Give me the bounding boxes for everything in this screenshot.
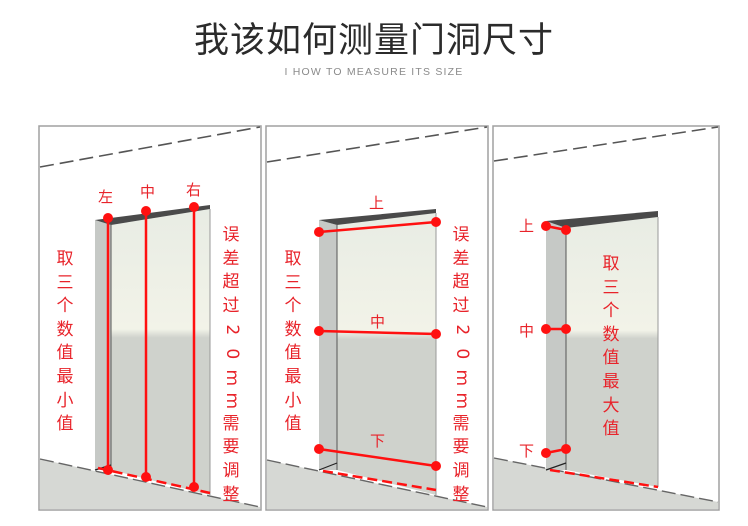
page-subtitle: I HOW TO MEASURE ITS SIZE — [284, 66, 464, 78]
point-label-right: 右 — [186, 181, 202, 199]
door-diagram-top-middle-bottom — [265, 125, 489, 511]
note-min-value: 取 三 个 数 值 最 小 值 — [56, 249, 74, 435]
point-label-center: 中 — [140, 183, 156, 201]
note-tolerance-20mm: 误 差 超 过 2 0 m m 需 要 调 整 — [221, 225, 242, 505]
point-label-top: 上 — [519, 217, 535, 235]
page-title: 我该如何测量门洞尺寸 — [193, 21, 554, 61]
point-label-middle: 中 — [519, 322, 535, 340]
point-label-top: 上 — [369, 194, 385, 212]
panel-height-measure: 上 中 下 取 三 个 数 值 最 小 值 误 差 超 过 2 0 m m 需 … — [265, 125, 489, 511]
note-tolerance-20mm: 误 差 超 过 2 0 m m 需 要 调 整 — [451, 225, 472, 505]
door-diagram-left-center-right — [38, 125, 262, 511]
panel-thickness-measure: 上 中 下 取 三 个 数 值 最 大 值 — [492, 125, 720, 511]
note-max-value: 取 三 个 数 值 最 大 值 — [602, 254, 620, 440]
point-label-middle: 中 — [370, 313, 386, 331]
door-diagram-wall-thickness — [492, 125, 720, 511]
note-min-value: 取 三 个 数 值 最 小 值 — [284, 249, 302, 435]
point-label-bottom: 下 — [519, 442, 535, 460]
panel-width-measure: 左 中 右 取 三 个 数 值 最 小 值 误 差 超 过 2 0 m m 需 … — [38, 125, 262, 511]
point-label-left: 左 — [98, 188, 114, 206]
point-label-bottom: 下 — [370, 432, 386, 450]
